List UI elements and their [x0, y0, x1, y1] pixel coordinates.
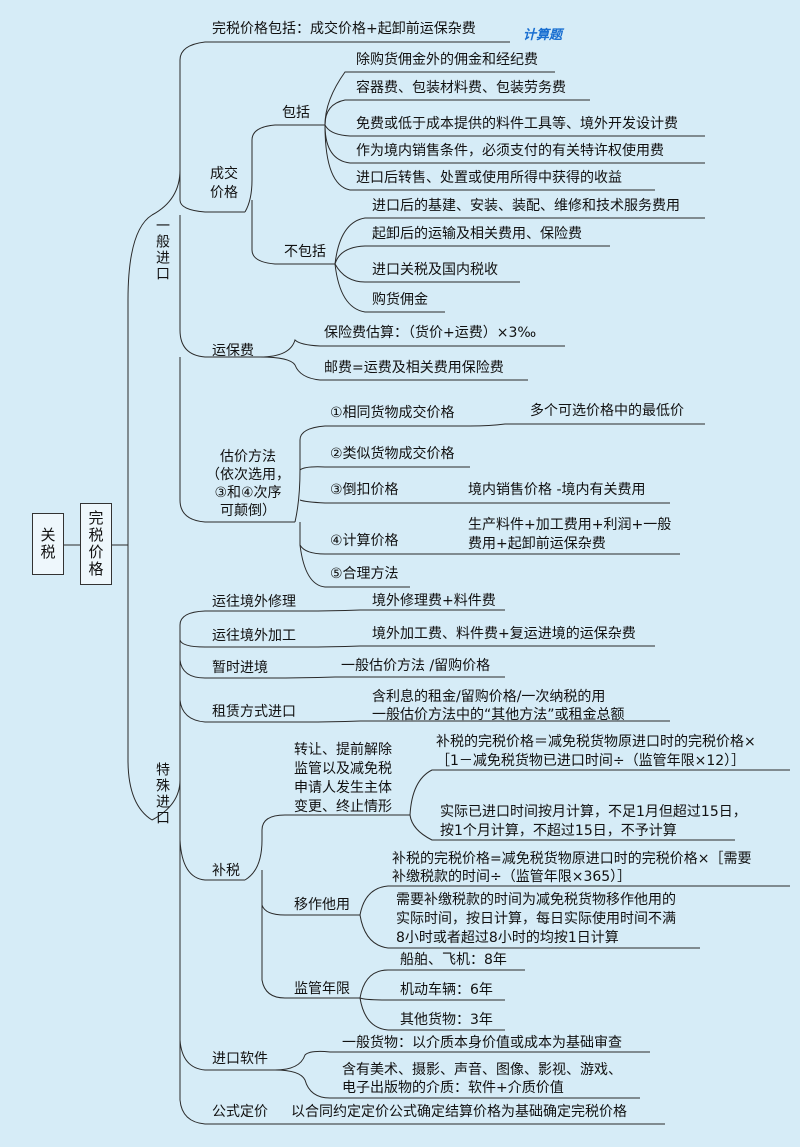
- repair-label: 运往境外修理: [212, 594, 296, 610]
- deal-price-label: 成交价格: [210, 165, 240, 203]
- transfer-label: 转让、提前解除 监管以及减免税 申请人发生主体 变更、终止情形: [294, 741, 392, 817]
- exclude-item-1: 进口后的基建、安装、装配、维修和技术服务费用: [372, 198, 680, 214]
- repair-value: 境外修理费+料件费: [372, 593, 496, 609]
- exclude-item-2: 起卸后的运输及相关费用、保险费: [372, 226, 582, 242]
- method-4-note-1: 生产料件+加工费用+利润+一般: [468, 517, 672, 533]
- valuation-line-3: ③和④次序: [214, 485, 282, 501]
- processing-value: 境外加工费、料件费+复运进境的运保杂费: [372, 626, 636, 642]
- transfer-line-4: 变更、终止情形: [294, 799, 392, 815]
- branch-special-import: 特殊进口: [154, 762, 170, 826]
- lease-value-1: 含利息的租金/留购价格/一次纳税的用: [372, 689, 606, 705]
- includes-definition: 完税价格包括：成交价格+起卸前运保杂费: [212, 21, 476, 37]
- exclude-item-4: 购货佣金: [372, 292, 428, 308]
- method-1: ①相同货物成交价格: [330, 405, 455, 421]
- valuation-line-1: 估价方法: [220, 449, 276, 465]
- period-item-2: 机动车辆：6年: [400, 982, 493, 998]
- include-item-3: 免费或低于成本提供的料件工具等、境外开发设计费: [356, 116, 678, 132]
- transfer-formula-1: 补税的完税价格＝减免税货物原进口时的完税价格×: [436, 734, 756, 750]
- method-5: ⑤合理方法: [330, 566, 399, 582]
- other-use-note-1: 需要补缴税款的时间为减免税货物移作他用的: [396, 892, 676, 908]
- back-tax-label: 补税: [212, 863, 240, 879]
- method-1-note: 多个可选价格中的最低价: [530, 403, 684, 419]
- lease-label: 租赁方式进口: [212, 704, 296, 720]
- temporary-label: 暂时进境: [212, 660, 268, 676]
- include-item-4: 作为境内销售条件，必须支付的有关特许权使用费: [356, 143, 664, 159]
- include-item-1: 除购货佣金外的佣金和经纪费: [356, 52, 538, 68]
- include-item-2: 容器费、包装材料费、包装劳务费: [356, 80, 566, 96]
- branch-ordinary-import: 一般进口: [154, 218, 170, 282]
- software-item-1: 一般货物：以介质本身价值或成本为基础审查: [342, 1035, 622, 1051]
- other-use-note-3: 8小时或者超过8小时的均按1日计算: [396, 930, 619, 946]
- period-item-1: 船舶、飞机：8年: [400, 952, 507, 968]
- other-use-formula-2: 补缴税款的时间÷（监管年限×365）］: [392, 869, 632, 885]
- method-4: ④计算价格: [330, 533, 399, 549]
- software-label: 进口软件: [212, 1051, 268, 1067]
- other-use-note-2: 实际时间，按日计算，每日实际使用时间不满: [396, 911, 676, 927]
- exclude-label: 不包括: [284, 244, 326, 260]
- method-3-note: 境内销售价格 -境内有关费用: [468, 482, 646, 498]
- software-item-2: 含有美术、摄影、声音、图像、影视、游戏、: [342, 1062, 622, 1078]
- processing-label: 运往境外加工: [212, 628, 296, 644]
- software-item-3: 电子出版物的介质：软件+介质价值: [342, 1080, 564, 1096]
- other-use-label: 移作他用: [294, 897, 350, 913]
- node-dutiable-value: 完税价格: [80, 503, 112, 585]
- valuation-label: 估价方法 （依次选用， ③和④次序 可颠倒）: [206, 448, 290, 520]
- method-4-note-2: 费用+起卸前运保杂费: [468, 536, 606, 552]
- temporary-value: 一般估价方法 /留购价格: [341, 658, 491, 674]
- formula-price-label: 公式定价: [212, 1104, 268, 1120]
- transfer-formula-2: ［1－减免税货物已进口时间÷（监管年限×12）］: [436, 753, 746, 769]
- valuation-line-4: 可颠倒）: [220, 503, 276, 519]
- deal-price-text: 成交价格: [210, 166, 238, 201]
- root-node-tariff: 关税: [32, 513, 64, 575]
- calc-tag: 计算题: [523, 28, 563, 43]
- transfer-note-2: 按1个月计算，不超过15日，不予计算: [440, 823, 677, 839]
- formula-price-value: 以合同约定定价公式确定结算价格为基础确定完税价格: [291, 1104, 627, 1120]
- period-label: 监管年限: [294, 981, 350, 997]
- transfer-line-1: 转让、提前解除: [294, 742, 392, 758]
- include-label: 包括: [282, 105, 310, 121]
- valuation-line-2: （依次选用，: [206, 467, 290, 483]
- period-item-3: 其他货物：3年: [400, 1012, 493, 1028]
- transfer-note-1: 实际已进口时间按月计算，不足1月但超过15日，: [440, 804, 747, 820]
- method-2: ②类似货物成交价格: [330, 446, 455, 462]
- transfer-line-3: 申请人发生主体: [294, 780, 392, 796]
- freight-item-1: 保险费估算：（货价+运费）×3‰: [324, 325, 537, 341]
- freight-label: 运保费: [212, 343, 254, 359]
- transfer-line-2: 监管以及减免税: [294, 761, 392, 777]
- lease-value-2: 一般估价方法中的“其他方法”或租金总额: [372, 707, 625, 723]
- exclude-item-3: 进口关税及国内税收: [372, 262, 498, 278]
- method-3: ③倒扣价格: [330, 482, 399, 498]
- other-use-formula-1: 补税的完税价格=减免税货物原进口时的完税价格×［需要: [392, 851, 752, 867]
- freight-item-2: 邮费=运费及相关费用保险费: [324, 360, 504, 376]
- include-item-5: 进口后转售、处置或使用所得中获得的收益: [356, 170, 622, 186]
